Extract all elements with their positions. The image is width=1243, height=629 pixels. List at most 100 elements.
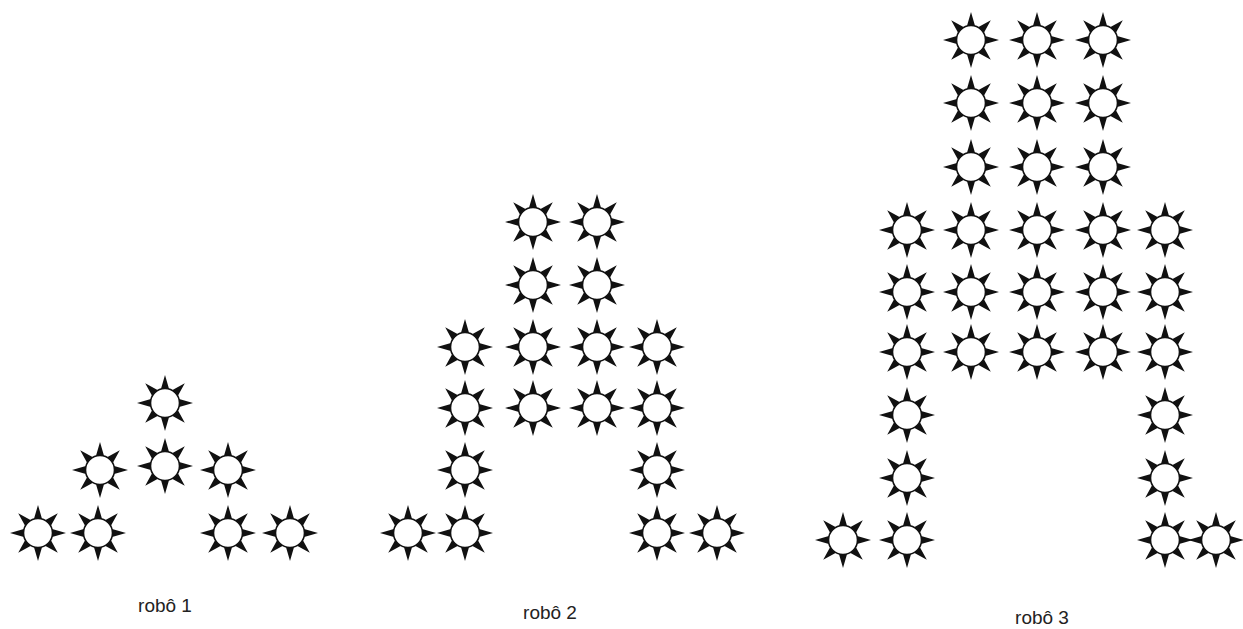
sun-symbol bbox=[1137, 264, 1193, 320]
sun-rays bbox=[629, 319, 685, 375]
sun-disc bbox=[643, 333, 672, 362]
sun-disc bbox=[1023, 216, 1052, 245]
sun-rays bbox=[879, 264, 935, 320]
sun-rays bbox=[437, 442, 493, 498]
sun-disc bbox=[451, 394, 480, 423]
sun-rays bbox=[879, 202, 935, 258]
sun-rays bbox=[1009, 264, 1065, 320]
sun-symbol bbox=[1137, 512, 1193, 568]
sun-disc bbox=[1023, 153, 1052, 182]
sun-rays bbox=[137, 375, 193, 431]
sun-disc bbox=[1023, 338, 1052, 367]
sun-rays bbox=[1137, 450, 1193, 506]
sun-symbol bbox=[437, 442, 493, 498]
sun-disc bbox=[1089, 26, 1118, 55]
sun-rays bbox=[1137, 324, 1193, 380]
sun-symbol bbox=[1075, 75, 1131, 131]
sun-symbol bbox=[505, 257, 561, 313]
sun-rays bbox=[689, 505, 745, 561]
sun-disc bbox=[519, 271, 548, 300]
sun-symbol bbox=[1188, 512, 1243, 568]
sun-disc bbox=[394, 519, 423, 548]
sun-rays bbox=[1009, 324, 1065, 380]
sun-disc bbox=[151, 452, 180, 481]
figure-caption: robô 2 bbox=[523, 603, 577, 622]
sun-symbol bbox=[1009, 12, 1065, 68]
sun-disc bbox=[1151, 338, 1180, 367]
sun-disc bbox=[643, 519, 672, 548]
sun-disc bbox=[519, 394, 548, 423]
sun-symbol bbox=[1009, 139, 1065, 195]
sun-rays bbox=[569, 319, 625, 375]
sun-disc bbox=[451, 333, 480, 362]
sun-disc bbox=[583, 394, 612, 423]
sun-symbol bbox=[569, 380, 625, 436]
sun-symbol bbox=[943, 264, 999, 320]
sun-symbol bbox=[879, 324, 935, 380]
sun-disc bbox=[957, 89, 986, 118]
sun-rays bbox=[943, 324, 999, 380]
sun-disc bbox=[1089, 216, 1118, 245]
sun-symbol bbox=[1075, 324, 1131, 380]
sun-symbol bbox=[629, 442, 685, 498]
sun-rays bbox=[943, 12, 999, 68]
sun-symbol bbox=[1075, 12, 1131, 68]
sun-rays bbox=[437, 319, 493, 375]
sun-symbol bbox=[629, 505, 685, 561]
sun-symbol bbox=[815, 512, 871, 568]
sun-disc bbox=[276, 519, 305, 548]
sun-rays bbox=[1075, 139, 1131, 195]
sun-disc bbox=[957, 216, 986, 245]
sun-symbol bbox=[1009, 202, 1065, 258]
sun-symbol bbox=[879, 264, 935, 320]
sun-disc bbox=[451, 519, 480, 548]
sun-rays bbox=[70, 505, 126, 561]
sun-rays bbox=[629, 380, 685, 436]
sun-rays bbox=[505, 257, 561, 313]
sun-disc bbox=[1151, 216, 1180, 245]
sun-rays bbox=[569, 380, 625, 436]
sun-disc bbox=[893, 526, 922, 555]
sun-disc bbox=[451, 456, 480, 485]
sun-symbol bbox=[437, 319, 493, 375]
sun-disc bbox=[957, 338, 986, 367]
sun-disc bbox=[1202, 526, 1231, 555]
sun-rays bbox=[1009, 12, 1065, 68]
sun-symbol bbox=[943, 139, 999, 195]
sun-disc bbox=[957, 153, 986, 182]
sun-disc bbox=[829, 526, 858, 555]
sun-disc bbox=[1023, 278, 1052, 307]
sun-disc bbox=[583, 333, 612, 362]
sun-symbol bbox=[262, 505, 318, 561]
sun-rays bbox=[569, 194, 625, 250]
sun-rays bbox=[1075, 12, 1131, 68]
sun-rays bbox=[1075, 264, 1131, 320]
sun-symbol bbox=[879, 450, 935, 506]
sun-symbol bbox=[1009, 264, 1065, 320]
sun-symbol bbox=[1075, 264, 1131, 320]
sun-rays bbox=[380, 505, 436, 561]
sun-rays bbox=[879, 450, 935, 506]
sun-symbol bbox=[1137, 202, 1193, 258]
sun-symbol bbox=[1009, 75, 1065, 131]
sun-disc bbox=[1151, 278, 1180, 307]
sun-disc bbox=[1023, 26, 1052, 55]
sun-symbol bbox=[200, 442, 256, 498]
sun-rays bbox=[1075, 75, 1131, 131]
sun-disc bbox=[703, 519, 732, 548]
sun-disc bbox=[214, 456, 243, 485]
sun-symbol bbox=[137, 438, 193, 494]
sun-rays bbox=[815, 512, 871, 568]
sun-symbol bbox=[879, 202, 935, 258]
sun-disc bbox=[1023, 89, 1052, 118]
sun-disc bbox=[24, 519, 53, 548]
sun-disc bbox=[957, 26, 986, 55]
sun-rays bbox=[629, 442, 685, 498]
sun-rays bbox=[569, 257, 625, 313]
sun-rays bbox=[879, 324, 935, 380]
sun-disc bbox=[643, 394, 672, 423]
sun-disc bbox=[893, 338, 922, 367]
sun-disc bbox=[957, 278, 986, 307]
sun-symbol bbox=[380, 505, 436, 561]
sun-symbol bbox=[437, 505, 493, 561]
